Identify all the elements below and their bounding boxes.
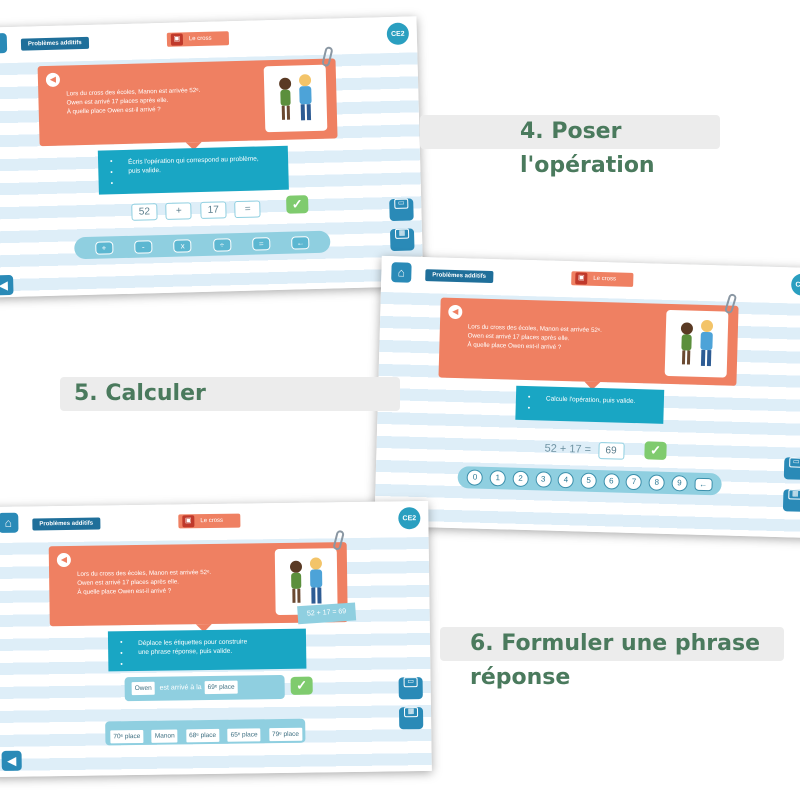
- operand-field[interactable]: 52: [131, 203, 158, 221]
- equals-field[interactable]: =: [234, 200, 261, 219]
- key-3[interactable]: 3: [534, 471, 552, 488]
- key-multiply[interactable]: x: [173, 238, 192, 253]
- validate-check-icon[interactable]: ✓: [286, 195, 309, 214]
- children-illustration: [263, 64, 328, 133]
- side-button-2[interactable]: ▦: [389, 228, 415, 252]
- sentence-middle: est arrivé à la: [159, 684, 202, 692]
- key-2[interactable]: 2: [512, 470, 529, 488]
- tag-65[interactable]: 65ᵉ place: [226, 727, 262, 743]
- top-bar: ⌂ Problèmes additifs ▣ Le cross CE2: [0, 500, 429, 544]
- back-icon[interactable]: ◀: [0, 274, 14, 296]
- instruction-box: ••• Écris l'opération qui correspond au …: [97, 145, 289, 195]
- step-label-4: 4. Poser l'opération: [420, 115, 720, 178]
- problem-card: ◀ Lors du cross des écoles, Manon est ar…: [438, 292, 739, 386]
- key-8[interactable]: 8: [648, 474, 665, 491]
- problem-text: Lors du cross des écoles, Manon est arri…: [66, 86, 201, 116]
- sentence-subject-tag[interactable]: Owen: [130, 680, 156, 697]
- mission-label: Le cross: [200, 517, 224, 525]
- result-memo: 52 + 17 = 69: [297, 602, 357, 625]
- tag-79[interactable]: 79ᵉ place: [267, 726, 304, 743]
- step-label-6: 6. Formuler une phrase réponse: [440, 627, 784, 690]
- screen-poser-operation: ⌂ Problèmes additifs ▣ Le cross CE2 ◀ Lo…: [0, 16, 424, 298]
- answer-field[interactable]: 69: [597, 442, 625, 460]
- breadcrumb: Problèmes additifs: [20, 36, 89, 51]
- instruction-box: ••• Déplace les étiquettes pour construi…: [107, 628, 307, 672]
- speaker-icon[interactable]: ◀: [56, 552, 71, 568]
- operator-field[interactable]: +: [165, 202, 193, 220]
- problem-text: Lors du cross des écoles, Manon est arri…: [77, 568, 212, 596]
- answer-sentence: Owen est arrivé à la 69ᵉ place: [124, 674, 285, 702]
- speaker-icon[interactable]: ◀: [448, 304, 463, 320]
- side-button-1[interactable]: ▭: [783, 457, 800, 480]
- key-minus[interactable]: -: [134, 239, 153, 254]
- home-icon[interactable]: ⌂: [0, 33, 8, 54]
- problem-text: Lors du cross des écoles, Manon est arri…: [467, 323, 602, 351]
- screen-phrase-reponse: ⌂ Problèmes additifs ▣ Le cross CE2 ◀ Lo…: [0, 500, 432, 778]
- home-icon[interactable]: ⌂: [0, 512, 19, 533]
- back-icon[interactable]: ◀: [1, 750, 22, 771]
- key-5[interactable]: 5: [580, 472, 597, 489]
- mission-title: ▣ Le cross: [178, 513, 241, 529]
- operand-field[interactable]: 17: [200, 201, 227, 220]
- side-button-1[interactable]: ▭: [398, 677, 423, 700]
- key-4[interactable]: 4: [557, 471, 575, 489]
- key-plus[interactable]: +: [94, 240, 114, 255]
- side-button-2[interactable]: ▦: [398, 707, 424, 730]
- bullet-dots: •••: [119, 639, 123, 669]
- key-0[interactable]: 0: [466, 469, 484, 486]
- level-badge: CE2: [790, 273, 800, 296]
- mission-icon: ▣: [182, 515, 195, 528]
- operation-row: 52 + 17 =: [131, 198, 265, 221]
- key-divide[interactable]: ÷: [212, 237, 232, 252]
- bullet-dots: •••: [110, 158, 114, 188]
- bullet-dots: ••: [527, 394, 531, 413]
- sentence-place-tag[interactable]: 69ᵉ place: [203, 679, 239, 696]
- validate-check-icon[interactable]: ✓: [644, 441, 667, 460]
- key-9[interactable]: 9: [671, 475, 688, 492]
- tag-70[interactable]: 70ᵉ place: [109, 728, 145, 745]
- breadcrumb: Problèmes additifs: [425, 269, 494, 284]
- home-icon[interactable]: ⌂: [391, 262, 412, 283]
- mission-label: Le cross: [188, 35, 212, 43]
- level-badge: CE2: [398, 507, 421, 530]
- children-illustration: [274, 548, 338, 616]
- level-badge: CE2: [386, 22, 410, 46]
- problem-card: ◀ Lors du cross des écoles, Manon est ar…: [48, 529, 348, 627]
- instruction-box: •• Calcule l'opération, puis valide.: [515, 385, 665, 424]
- mission-icon: ▣: [575, 272, 588, 285]
- backspace-icon[interactable]: ←: [291, 235, 310, 250]
- speaker-icon[interactable]: ◀: [45, 72, 61, 88]
- key-6[interactable]: 6: [603, 473, 620, 490]
- tag-manon[interactable]: Manon: [150, 728, 179, 744]
- problem-card: ◀ Lors du cross des écoles, Manon est ar…: [37, 45, 338, 147]
- validate-check-icon[interactable]: ✓: [290, 676, 313, 695]
- tag-68[interactable]: 68ᵉ place: [185, 727, 221, 744]
- key-1[interactable]: 1: [489, 470, 506, 487]
- mission-title: ▣ Le cross: [571, 271, 634, 287]
- mission-icon: ▣: [170, 33, 184, 46]
- side-button-2[interactable]: ▦: [782, 489, 800, 512]
- calculation-row: 52 + 17 = 69: [544, 441, 628, 460]
- screen-calculer: ⌂ Problèmes additifs ▣ Le cross CE2 ◀ Lo…: [374, 255, 800, 539]
- key-equals[interactable]: =: [252, 236, 271, 251]
- key-7[interactable]: 7: [625, 473, 643, 491]
- backspace-icon[interactable]: ←: [693, 477, 713, 491]
- side-button-1[interactable]: ▭: [389, 198, 414, 222]
- breadcrumb: Problèmes additifs: [32, 517, 101, 531]
- mission-label: Le cross: [593, 275, 617, 283]
- step-label-5: 5. Calculer: [60, 377, 400, 411]
- label-tray: 70ᵉ place Manon 68ᵉ place 65ᵉ place 79ᵉ …: [105, 718, 306, 746]
- children-illustration: [664, 309, 729, 378]
- calculation-expression: 52 + 17 =: [544, 442, 592, 456]
- mission-title: ▣ Le cross: [166, 31, 230, 47]
